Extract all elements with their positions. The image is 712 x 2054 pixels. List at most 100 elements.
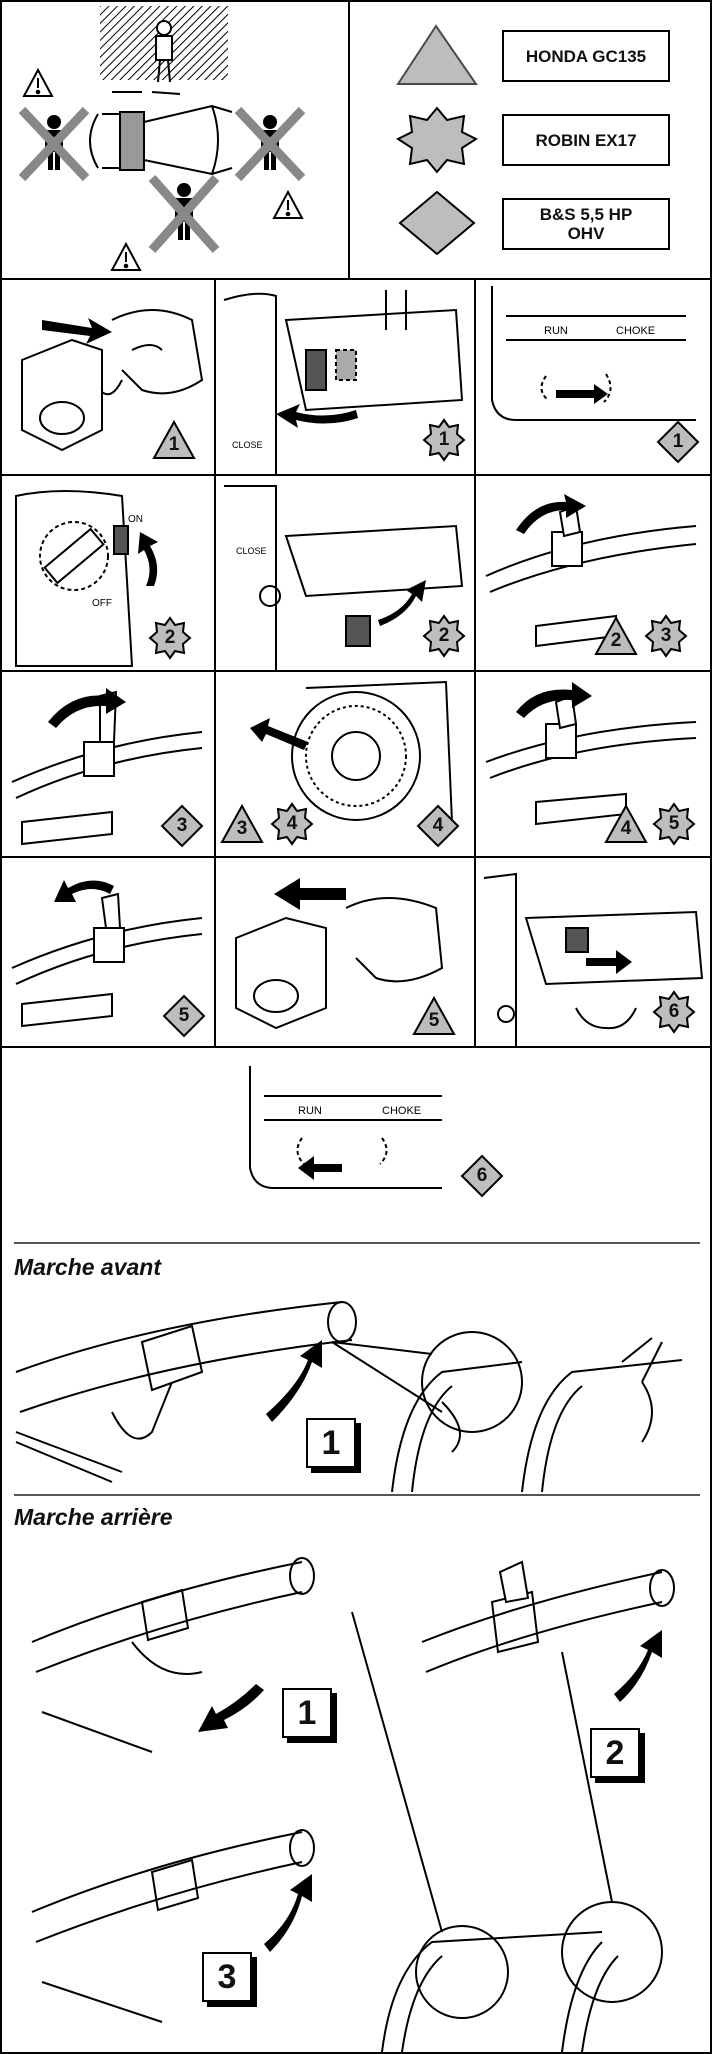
step-throttle-stop: 5 — [2, 858, 214, 1046]
throttle-stop-illustration — [11, 880, 203, 1028]
engine-legend: HONDA GC135 ROBIN EX17 B&S 5,5 HP OHV — [352, 2, 710, 278]
step-badge-triangle: 4 — [604, 804, 648, 844]
arrow-icon — [266, 1340, 322, 1422]
svg-text:RUN: RUN — [298, 1105, 322, 1117]
step-badge-triangle: 2 — [594, 616, 638, 656]
arrow-icon — [198, 1684, 264, 1732]
throttle-run-illustration — [485, 682, 697, 826]
step-badge-triangle: 3 — [220, 804, 264, 844]
header-block: HONDA GC135 ROBIN EX17 B&S 5,5 HP OHV — [2, 2, 710, 280]
run-choke-panel-illustration: RUN CHOKE — [491, 286, 696, 421]
section-divider — [14, 1242, 700, 1244]
arrow-icon — [586, 950, 632, 974]
arrow-icon — [48, 688, 126, 728]
step-recoil-start: 3 4 4 — [214, 672, 474, 856]
step-robin-choke: CLOSE 1 — [214, 280, 474, 474]
step-row-2: ON OFF 2 CLOSE — [2, 476, 710, 672]
arrow-icon — [614, 1630, 662, 1702]
svg-text:ON: ON — [128, 514, 143, 525]
step-robin-fuel-close: 6 — [474, 858, 710, 1046]
prohibited-person-left — [18, 106, 90, 182]
throttle-lever-illustration — [11, 688, 203, 846]
svg-text:CHOKE: CHOKE — [616, 325, 655, 337]
step-throttle-start: 3 — [2, 672, 214, 856]
warning-icon — [22, 67, 304, 271]
robin-fuel-close-illustration — [483, 872, 704, 1046]
prohibited-person-right — [234, 106, 306, 182]
step-badge-diamond: 3 — [160, 804, 204, 848]
svg-text:RUN: RUN — [544, 325, 568, 337]
step-badge-triangle: 5 — [412, 996, 456, 1036]
step-badge-star: 4 — [270, 802, 314, 846]
step-badge-star: 6 — [652, 990, 696, 1034]
engine-bs-row: B&S 5,5 HP OHV — [382, 188, 692, 258]
engine-name-honda: HONDA GC135 — [502, 30, 670, 82]
step-row-4: 5 5 — [2, 858, 710, 1048]
svg-text:CLOSE: CLOSE — [232, 440, 263, 450]
recoil-starter-illustration — [250, 680, 453, 823]
svg-text:CHOKE: CHOKE — [382, 1105, 421, 1117]
arrow-icon — [264, 1874, 312, 1952]
triangle-icon — [396, 24, 478, 85]
forward-drive-illustration — [15, 1301, 683, 1492]
engine-name-robin: ROBIN EX17 — [502, 114, 670, 166]
star-icon — [395, 106, 479, 174]
step-row-1: 1 CLOSE 1 — [2, 280, 710, 476]
prohibited-person-bottom — [148, 175, 220, 253]
step-badge-diamond: 4 — [416, 804, 460, 848]
step-throttle-run: 4 5 — [474, 672, 710, 856]
arrow-icon — [298, 1156, 342, 1180]
step-robin-fuel: CLOSE 2 — [214, 476, 474, 670]
arrow-icon — [42, 318, 112, 344]
section-title-forward: Marche avant — [14, 1254, 162, 1280]
step-badge-diamond: 1 — [656, 420, 700, 464]
step-bs-choke: RUN CHOKE 1 — [474, 280, 710, 474]
step-badge-star: 2 — [422, 614, 466, 658]
reverse-step-number-3: 3 — [202, 1952, 252, 2002]
choke-lever-illustration: CLOSE — [223, 290, 464, 474]
arrow-icon — [516, 494, 586, 534]
fuel-valve-illustration — [21, 309, 204, 452]
arrow-icon — [516, 682, 592, 718]
reverse-step-number-1: 1 — [282, 1688, 332, 1738]
step-robin-switch: ON OFF 2 — [2, 476, 214, 670]
arrow-icon — [276, 404, 358, 428]
svg-text:OFF: OFF — [92, 598, 112, 609]
step-throttle-handle: 2 3 — [474, 476, 710, 670]
arrow-icon — [274, 878, 346, 910]
forward-step-number: 1 — [306, 1418, 356, 1468]
fuel-lever-illustration: CLOSE — [224, 485, 464, 670]
engine-switch-illustration: ON OFF — [15, 490, 158, 667]
fuel-valve-close-illustration — [235, 878, 444, 1030]
arrow-icon — [556, 384, 608, 404]
operator-zone-illustration — [18, 6, 306, 271]
step-badge-triangle: 1 — [152, 420, 196, 460]
diamond-icon — [398, 190, 476, 256]
engine-name-bs: B&S 5,5 HP OHV — [502, 198, 670, 250]
step-badge-diamond: 6 — [460, 1154, 504, 1198]
step-honda-fuel-close: 5 — [214, 858, 474, 1046]
step-badge-star: 3 — [644, 614, 688, 658]
section-title-reverse: Marche arrière — [14, 1504, 173, 1530]
engine-honda-row: HONDA GC135 — [382, 20, 692, 90]
safety-zone-diagram — [2, 2, 350, 278]
arrow-icon — [378, 580, 426, 626]
engine-robin-row: ROBIN EX17 — [382, 104, 692, 174]
section-divider — [14, 1494, 700, 1496]
svg-text:CLOSE: CLOSE — [236, 546, 267, 556]
step-badge-diamond: 5 — [162, 994, 206, 1038]
step-bs-run: RUN CHOKE 6 — [2, 1048, 710, 1226]
step-badge-star: 1 — [422, 418, 466, 462]
step-badge-star: 2 — [148, 616, 192, 660]
step-row-3: 3 3 4 4 — [2, 672, 710, 858]
reverse-drive-illustration — [31, 1557, 675, 2052]
reverse-step-number-2: 2 — [590, 1728, 640, 1778]
run-position-illustration: RUN CHOKE — [249, 1066, 442, 1189]
arrow-icon — [250, 718, 308, 750]
arrow-icon — [54, 880, 114, 902]
step-badge-star: 5 — [652, 802, 696, 846]
throttle-handle-illustration — [485, 494, 697, 648]
arrow-icon — [138, 532, 158, 586]
step-honda-fuel-valve: 1 — [2, 280, 214, 474]
